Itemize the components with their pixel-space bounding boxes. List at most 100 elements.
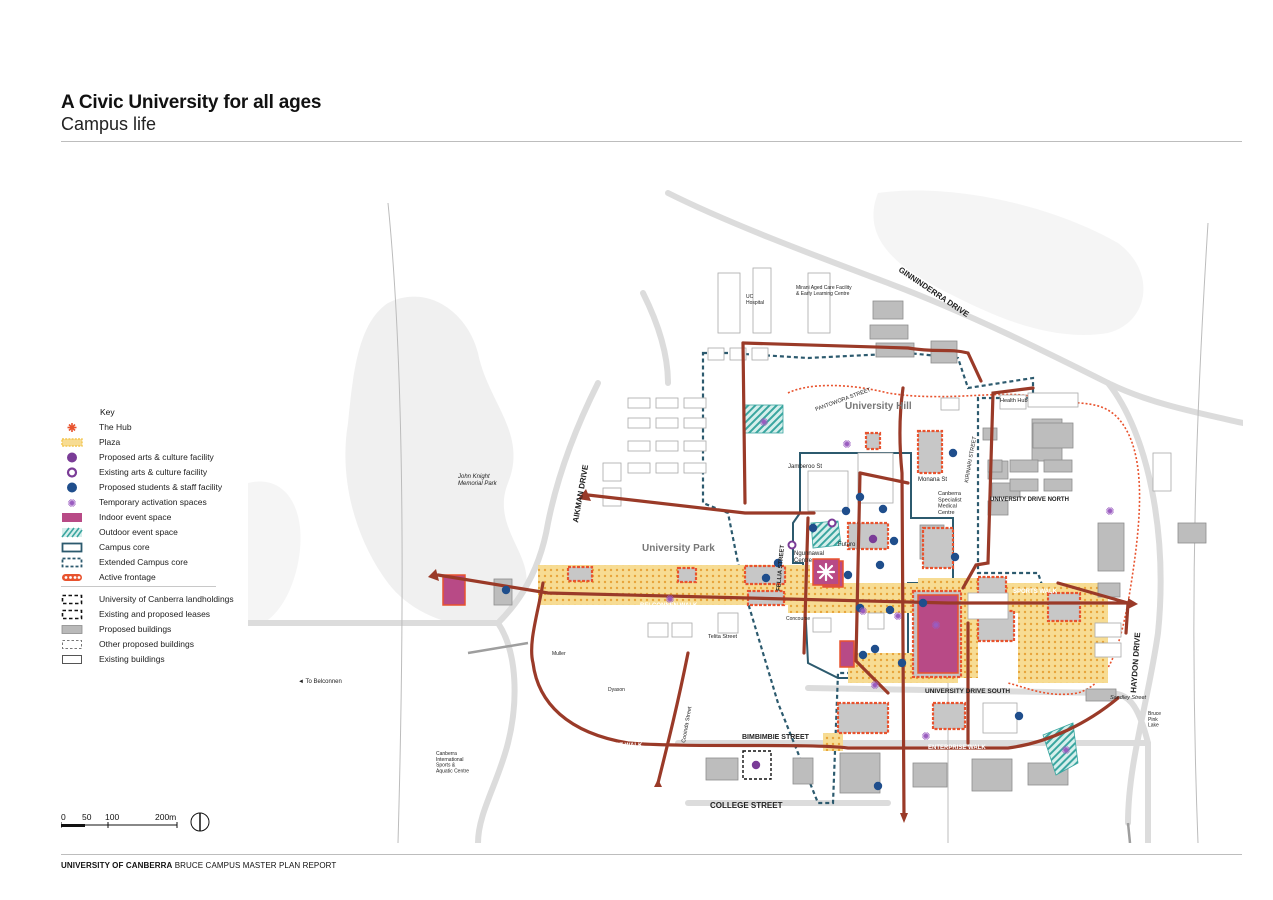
filled-circle-icon xyxy=(67,452,77,463)
outline-rect-thin-icon xyxy=(62,655,82,664)
campus-map[interactable]: ✺ ✺ ✺ ✺ ✺ ✺ ✺ ✺ ✺ ✺ GINNINDERRA DRIVE AI… xyxy=(248,183,1243,843)
dashed-rect-bold-icon xyxy=(61,609,83,620)
label-futuro: Futuro xyxy=(838,542,856,548)
legend-item-label: Indoor event space xyxy=(99,512,172,522)
dot-line-icon xyxy=(62,574,82,581)
page-title: A Civic University for all ages xyxy=(61,92,322,113)
legend-item: Campus core xyxy=(61,541,251,554)
label-bimbimbie-street: BIMBIMBIE STREET xyxy=(742,734,810,741)
scale-label-0: 0 xyxy=(61,812,66,822)
scale-bar-graphic xyxy=(61,812,210,832)
legend-item: Existing buildings xyxy=(61,653,251,666)
legend-item-label: Extended Campus core xyxy=(99,557,188,567)
walk-arrowheads xyxy=(428,489,1138,823)
legend-item: Other proposed buildings xyxy=(61,638,251,651)
label-uni-drive-south: UNIVERSITY DRIVE SOUTH xyxy=(925,688,1010,695)
label-university-park: University Park xyxy=(642,543,715,554)
legend-title: Key xyxy=(100,407,115,417)
legend-item: Proposed buildings xyxy=(61,623,251,636)
grey-rect-icon xyxy=(61,625,83,634)
legend-item: Proposed students & staff facility xyxy=(61,481,251,494)
label-belconnen-walk: BELCONNEN WALK xyxy=(640,603,698,609)
header-divider xyxy=(61,141,1242,142)
footer-report: BRUCE CAMPUS MASTER PLAN REPORT xyxy=(174,861,337,870)
label-campus-west-walk: CAMPUS WEST WALK xyxy=(578,743,643,749)
legend-item-label: Other proposed buildings xyxy=(99,639,194,649)
legend-item-label: University of Canberra landholdings xyxy=(99,594,234,604)
legend-divider xyxy=(61,586,216,587)
the-hub-icon xyxy=(812,558,840,586)
north-arrow-icon xyxy=(190,812,210,832)
existing-arts-markers xyxy=(787,518,837,550)
star-burst-icon: ✺ xyxy=(67,497,76,508)
label-kirinari-street: KIRINARI STREET xyxy=(964,435,978,483)
label-concourse: Concourse xyxy=(786,616,810,622)
legend-item-label: Campus core xyxy=(99,542,150,552)
label-to-belconnen: ◄ To Belconnen xyxy=(298,679,342,685)
ring-icon xyxy=(66,467,78,478)
svg-text:✺: ✺ xyxy=(759,416,768,429)
legend-item-label: Outdoor event space xyxy=(99,527,178,537)
label-sandley-street: Sandley Street xyxy=(1110,695,1147,701)
legend-item: Outdoor event space xyxy=(61,526,251,539)
grey-arrows xyxy=(467,641,1132,843)
filled-circle-icon xyxy=(67,482,77,493)
svg-text:✺: ✺ xyxy=(870,679,879,692)
dashed-rect-icon xyxy=(61,557,83,568)
existing-buildings xyxy=(602,267,1172,734)
label-college-street: COLLEGE STREET xyxy=(710,801,783,810)
arts-facility-markers xyxy=(751,534,878,770)
legend-item-label: Existing arts & culture facility xyxy=(99,467,208,477)
label-fellia-street: FELLIA STREET xyxy=(776,544,786,591)
walk-routes xyxy=(436,341,1130,820)
legend-item: Existing arts & culture facility xyxy=(61,466,251,479)
label-muller: Muller xyxy=(552,651,566,657)
label-aged-care: Mirani Aged Care Facility& Early Learnin… xyxy=(796,285,852,297)
plaza-hatch-icon xyxy=(61,438,83,447)
lease-boundary xyxy=(742,750,772,780)
staff-facility-markers xyxy=(501,448,1024,791)
hatch-rect-icon xyxy=(61,527,83,538)
dashed-rect-thin-icon xyxy=(62,640,82,649)
legend-item-label: The Hub xyxy=(99,422,132,432)
legend-item: Plaza xyxy=(61,436,251,449)
svg-text:✺: ✺ xyxy=(842,438,851,451)
legend-item-label: Proposed arts & culture facility xyxy=(99,452,214,462)
legend-item: ✺ Temporary activation spaces xyxy=(61,496,251,509)
fill-rect-icon xyxy=(62,513,82,522)
scale-bar: 0 50 100 200m xyxy=(61,812,221,836)
legend-item: University of Canberra landholdings xyxy=(61,593,251,606)
legend-item-label: Proposed students & staff facility xyxy=(99,482,223,492)
legend-item: Existing and proposed leases xyxy=(61,608,251,621)
label-sports-walk: SPORTS WALK xyxy=(1013,589,1058,595)
svg-text:✺: ✺ xyxy=(931,619,940,632)
footer: UNIVERSITY OF CANBERRA BRUCE CAMPUS MAST… xyxy=(61,861,336,870)
scale-label-100: 100 xyxy=(105,812,120,822)
campus-map-svg: ✺ ✺ ✺ ✺ ✺ ✺ ✺ ✺ ✺ ✺ GINNINDERRA DRIVE AI… xyxy=(248,190,1243,843)
scale-label-50: 50 xyxy=(82,812,92,822)
label-university-hill: University Hill xyxy=(845,401,912,412)
footer-divider xyxy=(61,854,1242,855)
label-haydon-drive: HAYDON DRIVE xyxy=(1129,631,1142,693)
outline-rect-icon xyxy=(61,542,83,553)
legend-item-label: Existing buildings xyxy=(99,654,165,664)
label-community-walk: COMMUNITY WALK xyxy=(642,513,699,519)
active-frontage-loop xyxy=(787,384,1141,696)
legend-item-label: Plaza xyxy=(99,437,121,447)
svg-text:✺: ✺ xyxy=(858,605,867,618)
legend-item-label: Active frontage xyxy=(99,572,156,582)
label-jamberoo: Jamberoo St xyxy=(788,464,822,470)
legend-item-label: Temporary activation spaces xyxy=(99,497,207,507)
svg-text:✺: ✺ xyxy=(921,730,930,743)
label-enterprise-walk: ENTERPRISE WALK xyxy=(928,745,986,751)
legend-item: Indoor event space xyxy=(61,511,251,524)
temporary-activation-markers: ✺ ✺ ✺ ✺ ✺ ✺ ✺ ✺ ✺ ✺ xyxy=(665,416,1114,757)
legend-item: Active frontage xyxy=(61,571,251,584)
legend-item-label: Proposed buildings xyxy=(99,624,172,634)
label-uni-drive-north: UNIVERSITY DRIVE NORTH xyxy=(990,497,1069,503)
dashed-rect-bold-icon xyxy=(61,594,83,605)
